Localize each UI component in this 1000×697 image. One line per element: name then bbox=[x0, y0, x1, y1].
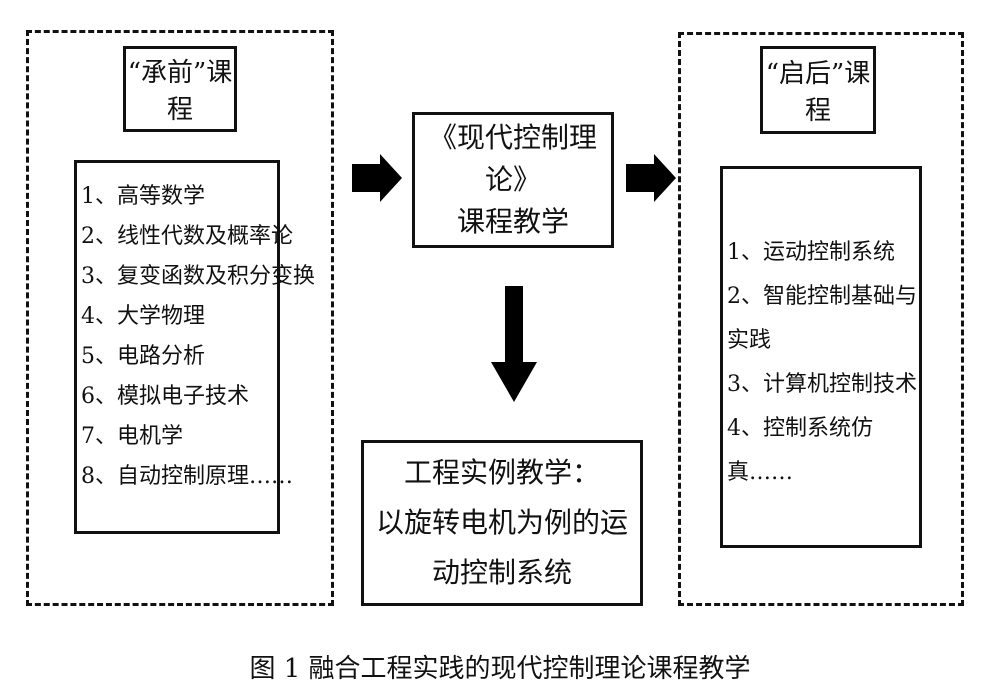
core-course-title: 《现代控制理论》 bbox=[428, 121, 597, 196]
right-followup-group bbox=[678, 32, 964, 606]
list-item: 2、线性代数及概率论 bbox=[81, 224, 293, 249]
list-item: 5、电路分析 bbox=[81, 344, 205, 369]
core-course-subtitle: 课程教学 bbox=[456, 205, 569, 238]
arrow-right-icon bbox=[626, 154, 676, 202]
left-prerequisite-group bbox=[26, 30, 334, 606]
right-course-list: 1、运动控制系统 2、智能控制基础与实践 3、计算机控制技术 4、控制系统仿真…… bbox=[720, 166, 922, 548]
engineering-example-box: 工程实例教学： 以旋转电机为例的运动控制系统 bbox=[361, 440, 643, 606]
arrow-right-icon bbox=[352, 154, 402, 202]
list-item: 7、电机学 bbox=[81, 424, 183, 449]
figure-caption: 图 1 融合工程实践的现代控制理论课程教学 bbox=[249, 654, 751, 684]
list-item: 4、大学物理 bbox=[81, 304, 205, 329]
example-title: 工程实例教学： bbox=[403, 456, 600, 489]
left-group-title: “承前”课程 bbox=[123, 46, 237, 132]
arrow-down-icon bbox=[491, 286, 537, 402]
list-item: 3、计算机控制技术 bbox=[727, 372, 917, 397]
list-item: 4、控制系统仿真…… bbox=[727, 416, 873, 485]
list-item: 3、复变函数及积分变换 bbox=[81, 264, 315, 289]
left-course-list: 1、高等数学 2、线性代数及概率论 3、复变函数及积分变换 4、大学物理 5、电… bbox=[74, 160, 315, 534]
core-course-box: 《现代控制理论》 课程教学 bbox=[412, 112, 614, 248]
list-item: 1、高等数学 bbox=[81, 184, 205, 209]
right-group-title: “启后”课程 bbox=[760, 46, 876, 134]
list-item: 1、运动控制系统 bbox=[727, 240, 895, 265]
list-item: 2、智能控制基础与实践 bbox=[727, 284, 917, 353]
example-description: 以旋转电机为例的运动控制系统 bbox=[375, 506, 628, 589]
list-item: 6、模拟电子技术 bbox=[81, 384, 249, 409]
list-item: 8、自动控制原理…… bbox=[81, 464, 293, 489]
